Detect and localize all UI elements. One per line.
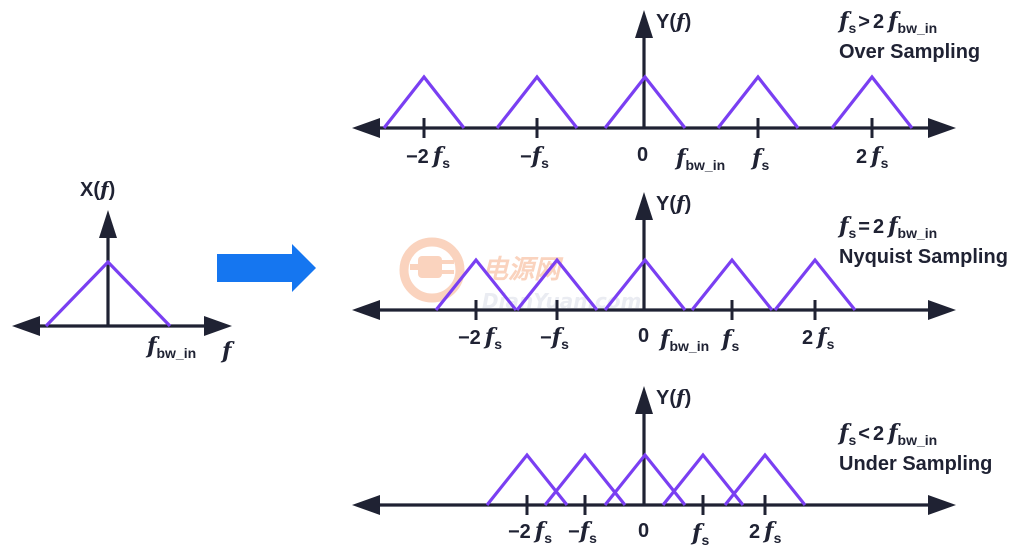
nyquist-replica xyxy=(773,257,857,311)
nyquist-replica xyxy=(434,257,518,311)
over-replica xyxy=(382,74,466,129)
input-x-var-label: f xyxy=(220,338,235,364)
under-y-axis-arrowhead xyxy=(635,386,653,414)
nyquist-tick-label: fs xyxy=(720,326,739,354)
nyquist-replica xyxy=(515,257,599,311)
over-tick-label: fbw_in xyxy=(674,145,725,173)
nyquist-axis-title: Y(f) xyxy=(656,191,691,215)
over-spectrum-replicas xyxy=(382,74,914,129)
nyquist-tick-label: −fs xyxy=(540,324,569,352)
under-replica xyxy=(723,452,807,506)
input-spectrum: X(f) fbw_in f xyxy=(12,177,235,364)
under-origin-label: 0 xyxy=(638,520,649,542)
nyquist-tick-label: fbw_in xyxy=(658,326,709,354)
input-triangle xyxy=(44,259,172,328)
under-replica xyxy=(485,452,569,506)
nyquist-spectrum-replicas xyxy=(434,257,857,311)
under-x-axis-right-arrowhead xyxy=(928,495,956,515)
right-arrow-icon xyxy=(217,244,316,292)
nyquist-x-axis-right-arrowhead xyxy=(928,300,956,320)
over-x-axis-left-arrowhead xyxy=(352,118,380,138)
input-bw-label: fbw_in xyxy=(145,333,196,361)
under-replica xyxy=(603,452,687,506)
over-caption: Over Sampling xyxy=(839,41,980,63)
over-origin-label: 0 xyxy=(637,144,648,166)
under-axis-title: Y(f) xyxy=(656,385,691,409)
under-replica xyxy=(661,452,745,506)
input-x-axis-left-arrowhead xyxy=(12,316,40,336)
nyquist-replica xyxy=(603,257,687,311)
under-tick-label: fs xyxy=(690,520,709,548)
over-x-axis-right-arrowhead xyxy=(928,118,956,138)
nyquist-x-axis-left-arrowhead xyxy=(352,300,380,320)
under-spectrum-replicas xyxy=(485,452,807,506)
over-replica xyxy=(830,74,914,129)
over-replica xyxy=(603,74,687,129)
over-y-axis-arrowhead xyxy=(635,10,653,38)
over-replica xyxy=(495,74,579,129)
over-replica xyxy=(716,74,800,129)
plug-logo-icon xyxy=(399,237,465,303)
nyquist-caption: Nyquist Sampling xyxy=(839,246,1008,268)
nyquist-origin-label: 0 xyxy=(638,325,649,347)
under-replica xyxy=(543,452,627,506)
over-axis-title: Y(f) xyxy=(656,9,691,33)
input-axis-title: X(f) xyxy=(80,177,115,201)
over-tick-label: fs xyxy=(750,145,769,173)
over-tick-label: −fs xyxy=(520,143,549,171)
nyquist-replica xyxy=(690,257,774,311)
under-caption: Under Sampling xyxy=(839,453,992,475)
input-x-axis-right-arrowhead xyxy=(204,316,232,336)
nyquist-y-axis-arrowhead xyxy=(635,192,653,220)
under-x-axis-left-arrowhead xyxy=(352,495,380,515)
under-tick-label: −fs xyxy=(568,518,597,546)
input-y-axis-arrowhead xyxy=(99,210,117,238)
